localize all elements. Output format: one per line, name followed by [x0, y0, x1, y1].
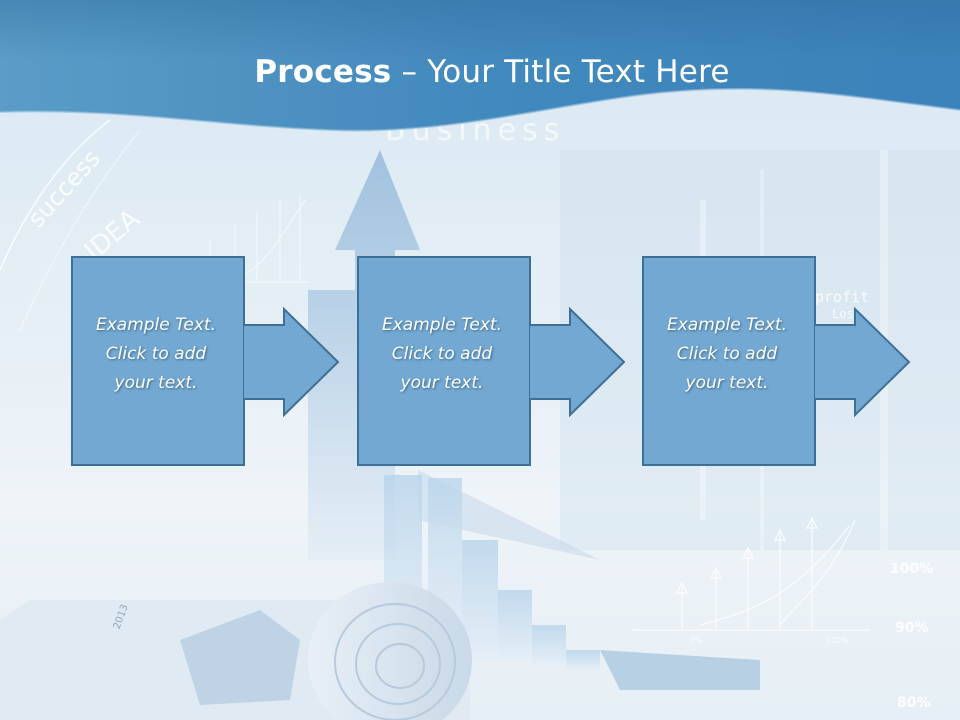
step-text-line-3: your text.: [400, 373, 484, 393]
title-bold: Process: [254, 54, 392, 90]
step-arrow-shape: [71, 256, 340, 466]
svg-text:100%: 100%: [826, 636, 849, 645]
step-arrow-shape: [357, 256, 626, 466]
svg-text:success: success: [22, 145, 106, 234]
step-text-line-3: your text.: [114, 373, 198, 393]
svg-text:80%: 80%: [897, 695, 931, 711]
svg-text:0%: 0%: [690, 636, 703, 645]
process-step-2[interactable]: Example Text. Click to add your text.: [356, 255, 626, 466]
title-rest: – Your Title Text Here: [391, 54, 730, 90]
step-text-line-2: Click to add: [105, 344, 207, 364]
step-text: Example Text. Click to add your text.: [70, 311, 242, 398]
step-text: Example Text. Click to add your text.: [356, 311, 528, 398]
process-step-3[interactable]: Example Text. Click to add your text.: [641, 255, 911, 466]
step-text-line-1: Example Text.: [95, 315, 217, 335]
step-arrow-shape: [642, 256, 911, 466]
svg-text:profit: profit: [815, 288, 869, 306]
step-text-line-1: Example Text.: [381, 315, 503, 335]
step-text-line-3: your text.: [685, 373, 769, 393]
slide-title[interactable]: Process – Your Title Text Here: [0, 54, 960, 90]
process-step-1[interactable]: Example Text. Click to add your text.: [70, 255, 340, 466]
step-text-line-1: Example Text.: [666, 315, 788, 335]
step-text-line-2: Click to add: [676, 344, 778, 364]
step-text-line-2: Click to add: [391, 344, 493, 364]
svg-text:90%: 90%: [895, 620, 929, 636]
svg-text:100%: 100%: [890, 561, 933, 577]
step-text: Example Text. Click to add your text.: [641, 311, 813, 398]
svg-text:Los: Los: [832, 307, 854, 321]
